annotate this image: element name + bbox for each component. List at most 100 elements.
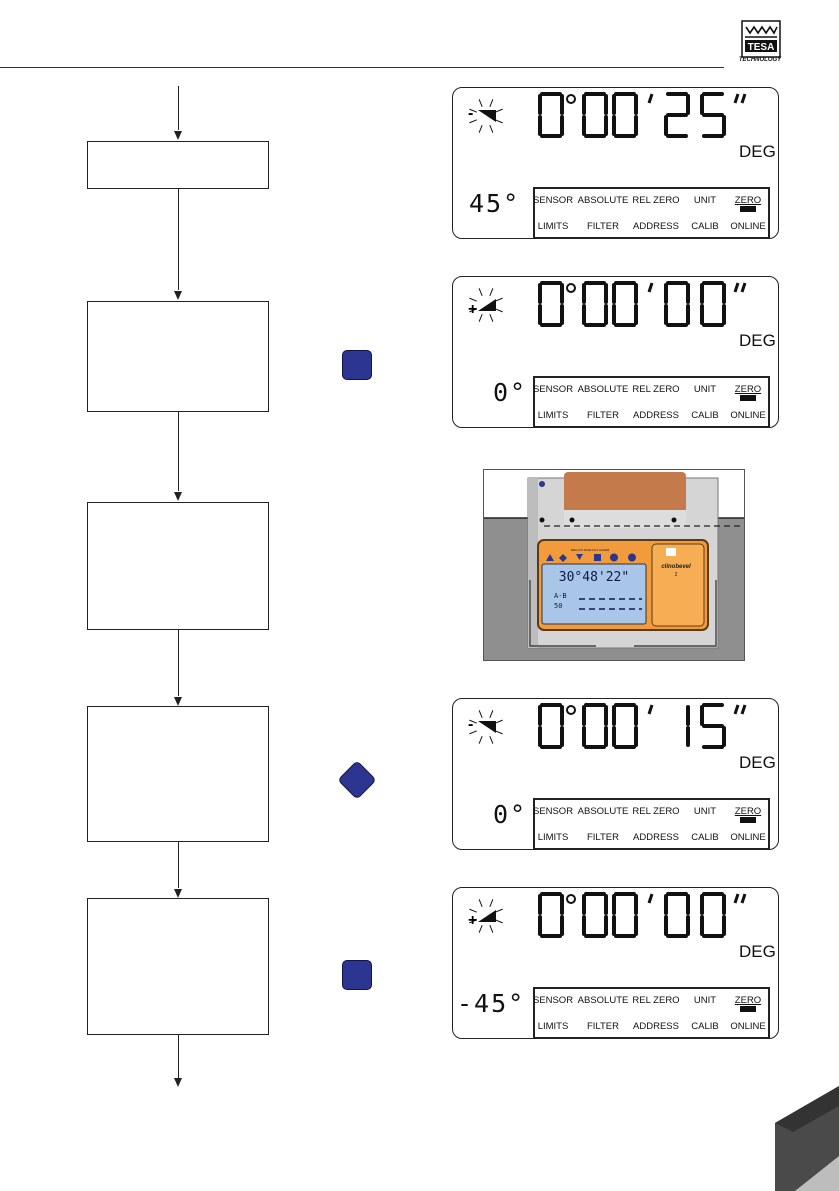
menu-item: LIMITS [537,221,569,232]
lcd-digits [538,281,726,327]
flow-line [178,86,179,130]
flow-step-box [87,706,269,842]
flow-arrow-icon [174,492,182,501]
button-square-icon [342,960,372,990]
menu-item: SENSOR [532,195,574,206]
minute-mark [647,893,654,904]
minute-mark [647,93,654,104]
minute-mark [647,282,654,293]
menu-item: LIMITS [537,1021,569,1032]
lcd-unit: DEG [739,753,776,772]
flow-arrow-icon [174,131,182,140]
lcd-unit: DEG [739,331,776,350]
menu-item: ZERO [734,195,762,206]
menu-item: LIMITS [537,832,569,843]
device-photo: clinobevel 2 DEG FIX SAVE FILT ALARM 30°… [483,469,745,661]
lcd-angle: -45° [457,989,526,1018]
lcd-reading: + [468,892,747,938]
lcd-reading: - [468,703,747,749]
device-brand: clinobevel [661,564,691,570]
flow-arrow-icon [174,1078,182,1087]
page-corner-tab [775,1086,839,1191]
menu-item: LIMITS [537,410,569,421]
flow-arrow-icon [174,291,182,300]
logo-tagline: TECHNOLOGY [738,57,782,63]
menu-item: ABSOLUTE [577,384,629,395]
minus-sign-icon: - [468,99,503,133]
menu-item: UNIT [693,806,717,817]
menu-item: FILTER [586,832,620,843]
device-sub-num: 50 [554,602,562,610]
button-square-icon [342,350,372,380]
degree-mark [566,705,576,715]
lcd-digits [538,892,726,938]
menu-item: ADDRESS [633,221,679,232]
menu-item: ONLINE [730,832,766,843]
selection-bar [740,206,756,212]
menu-item: CALIB [691,1021,719,1032]
menu-item: CALIB [691,221,719,232]
menu-item: REL ZERO [632,384,680,395]
lcd-unit: DEG [739,942,776,961]
selection-bar [740,817,756,823]
flow-arrow-icon [174,889,182,898]
second-mark [733,704,740,715]
menu-item: ADDRESS [633,1021,679,1032]
device-key-labels: DEG FIX SAVE FILT ALARM [571,548,610,552]
flow-line [178,412,179,491]
menu-item: ONLINE [730,1021,766,1032]
flow-line [178,189,179,290]
flow-line [178,630,179,696]
logo-wordmark: TESA [748,42,775,53]
lcd-angle: 0° [493,378,528,407]
menu-item: FILTER [586,410,620,421]
second-mark [733,282,740,293]
flow-step-box [87,898,269,1035]
device-reading: 30°48'22" [559,570,629,585]
menu-item: ADDRESS [633,832,679,843]
menu-item: ADDRESS [633,410,679,421]
menu-item: REL ZERO [632,995,680,1006]
menu-item: UNIT [693,195,717,206]
sign-text: + [468,912,477,929]
menu-item: ZERO [734,384,762,395]
header-rule [0,67,724,68]
menu-item: ZERO [734,806,762,817]
menu-item: ABSOLUTE [577,195,629,206]
lcd-digits [538,703,726,749]
second-mark [740,282,747,293]
menu-item: FILTER [586,1021,620,1032]
lcd-reading: + [468,281,747,327]
menu-item: SENSOR [532,384,574,395]
menu-item: ONLINE [730,221,766,232]
button-diamond-icon [337,760,377,800]
flow-step-box [87,301,269,412]
tesa-logo: TESA [741,20,781,70]
sign-text: + [468,301,477,318]
plus-sign-icon: + [468,899,503,933]
device-model: 2 [675,572,678,578]
sign-text: - [468,716,473,733]
flow-step-box [87,502,269,630]
second-mark [733,893,740,904]
degree-mark [566,283,576,293]
menu-item: UNIT [693,995,717,1006]
lcd-reading: - [468,92,747,138]
menu-item: SENSOR [532,806,574,817]
menu-item: ONLINE [730,410,766,421]
second-mark [740,93,747,104]
minute-mark [647,704,654,715]
second-mark [733,93,740,104]
sign-text: - [468,105,473,122]
menu-item: SENSOR [532,995,574,1006]
menu-item: CALIB [691,832,719,843]
degree-mark [566,94,576,104]
degree-mark [566,894,576,904]
